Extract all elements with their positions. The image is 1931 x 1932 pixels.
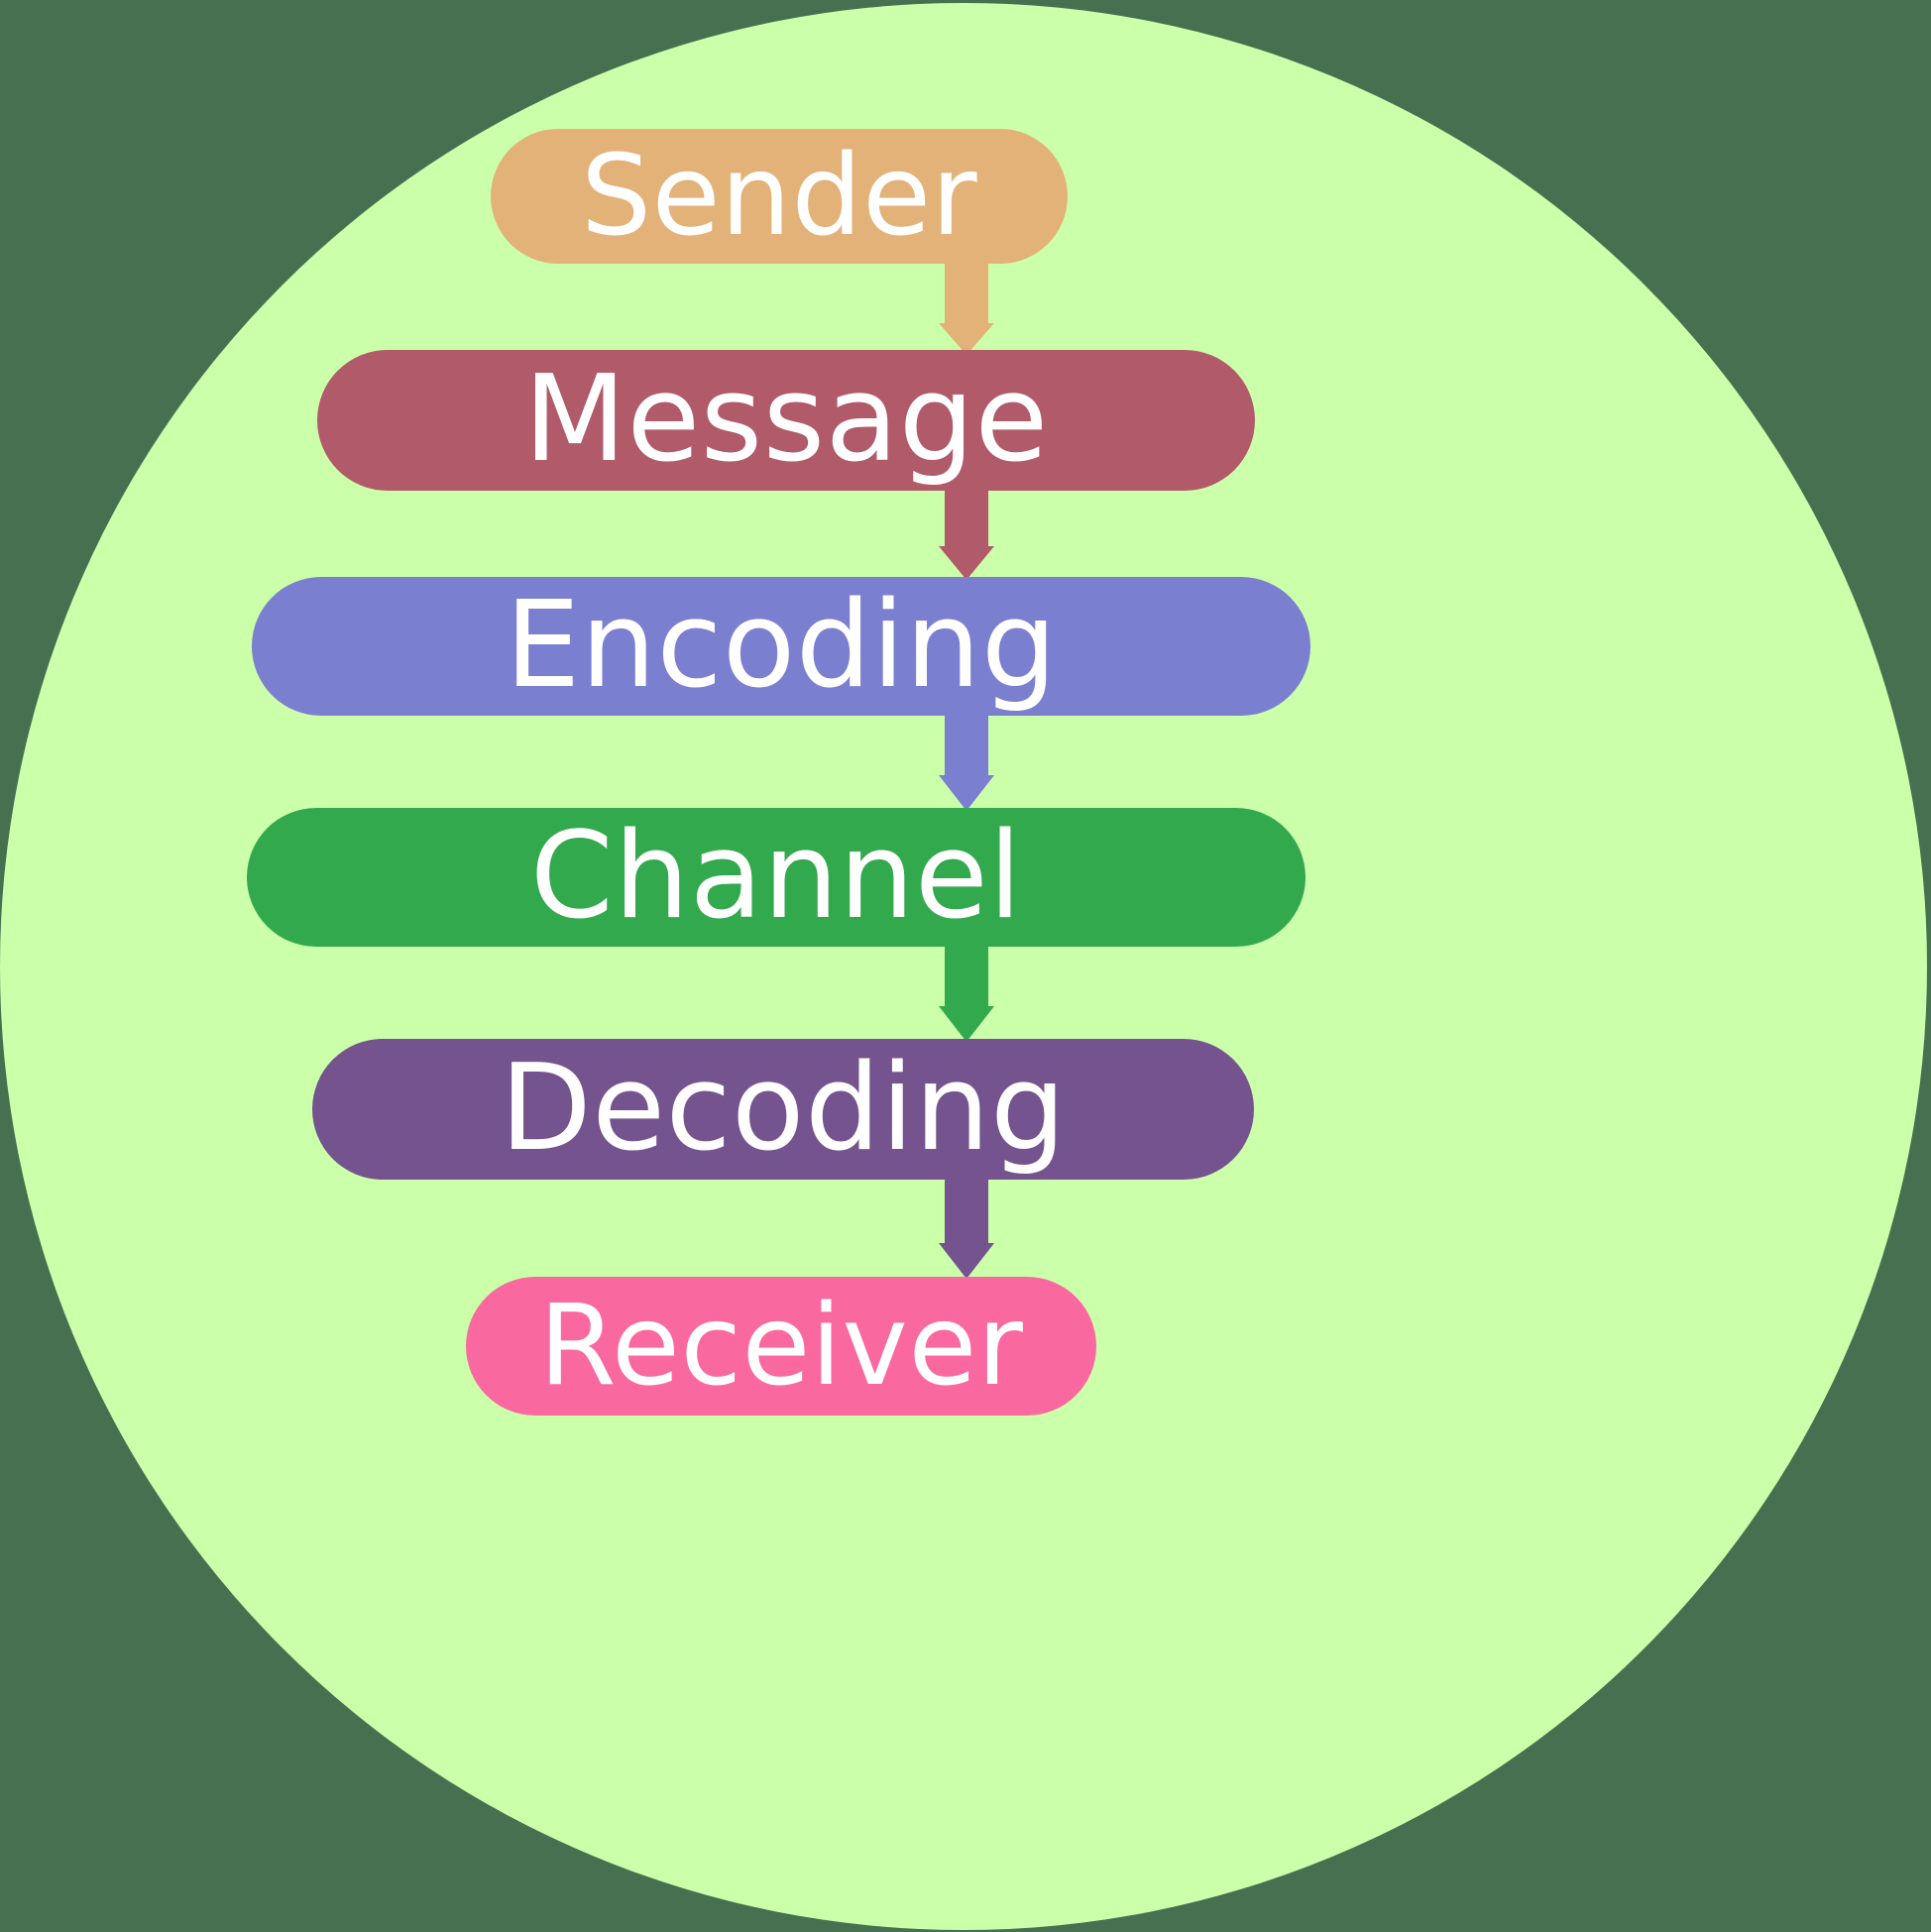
arrow-head-icon [939,1006,994,1042]
flow-node-label: Message [523,351,1049,489]
flow-node-channel[interactable]: Channel [247,808,1306,947]
flow-node-decoding[interactable]: Decoding [312,1039,1254,1180]
flow-node-label: Sender [580,132,978,261]
arrow-encoding-to-channel [939,714,994,811]
flow-node-label: Encoding [505,577,1058,715]
arrow-stem [945,489,988,546]
arrow-message-to-encoding [939,489,994,580]
arrow-head-icon [939,1243,994,1279]
flow-node-label: Receiver [538,1282,1024,1411]
flow-node-message[interactable]: Message [317,350,1255,491]
arrow-stem [945,262,988,323]
flow-node-sender[interactable]: Sender [491,129,1068,264]
arrow-stem [945,1178,988,1243]
arrow-channel-to-decoding [939,945,994,1042]
arrow-decoding-to-receiver [939,1178,994,1279]
arrow-head-icon [939,546,994,580]
flow-node-receiver[interactable]: Receiver [466,1277,1096,1416]
arrow-sender-to-message [939,262,994,355]
arrow-stem [945,714,988,775]
flow-node-label: Channel [529,808,1023,946]
arrow-head-icon [939,323,994,355]
flow-node-encoding[interactable]: Encoding [252,577,1310,716]
arrow-head-icon [939,775,994,811]
flow-node-label: Decoding [500,1040,1067,1178]
arrow-stem [945,945,988,1006]
